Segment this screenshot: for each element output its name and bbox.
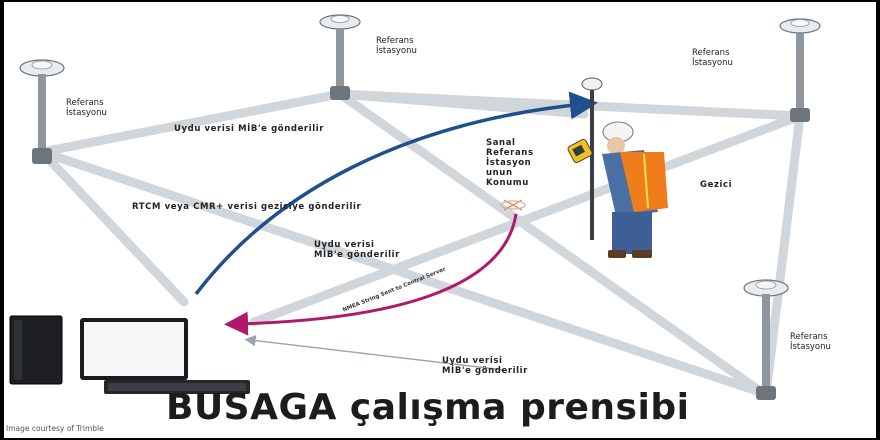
rover-label: Gezici — [700, 180, 733, 190]
network-beams — [37, 89, 805, 399]
gnss-antenna-icon — [319, 14, 361, 100]
image-credit: Image courtesy of Trimble — [6, 424, 104, 433]
nmea-arrow — [224, 213, 518, 336]
reference-station-label-right-top: Referans İstasyonu — [692, 48, 733, 68]
beam-arrows — [244, 335, 505, 371]
virtual-station-marker-icon — [500, 199, 526, 211]
diagram-graphics — [9, 14, 821, 400]
page-title: BUSAGA çalışma prensibi — [166, 387, 690, 428]
rtcm-arrow — [194, 91, 598, 296]
message-satellite-top: Uydu verisi MİB'e gönderilir — [174, 124, 325, 134]
computer-icon — [9, 315, 250, 394]
message-satellite-bottom: Uydu verisi MİB'e gönderilir — [442, 356, 528, 376]
message-satellite-middle: Uydu verisi MİB'e gönderilir — [314, 240, 400, 260]
reference-station-label-left: Referans İstasyonu — [66, 98, 107, 118]
diagram-canvas: Referans İstasyonu Referans İstasyonu Re… — [4, 2, 876, 438]
gnss-antenna-icon — [743, 279, 789, 400]
reference-station-label-right-bottom: Referans İstasyonu — [790, 332, 831, 352]
message-rtcm: RTCM veya CMR+ verisi geziciye gönderili… — [132, 202, 362, 212]
rover-antenna-icon — [581, 77, 603, 240]
gnss-antenna-icon — [19, 59, 65, 164]
virtual-station-label: Sanal Referans İstasyon unun Konumu — [486, 138, 534, 188]
surveyor-icon — [567, 121, 668, 258]
reference-station-label-top: Referans İstasyonu — [376, 36, 417, 56]
gnss-antenna-icon — [779, 18, 821, 122]
